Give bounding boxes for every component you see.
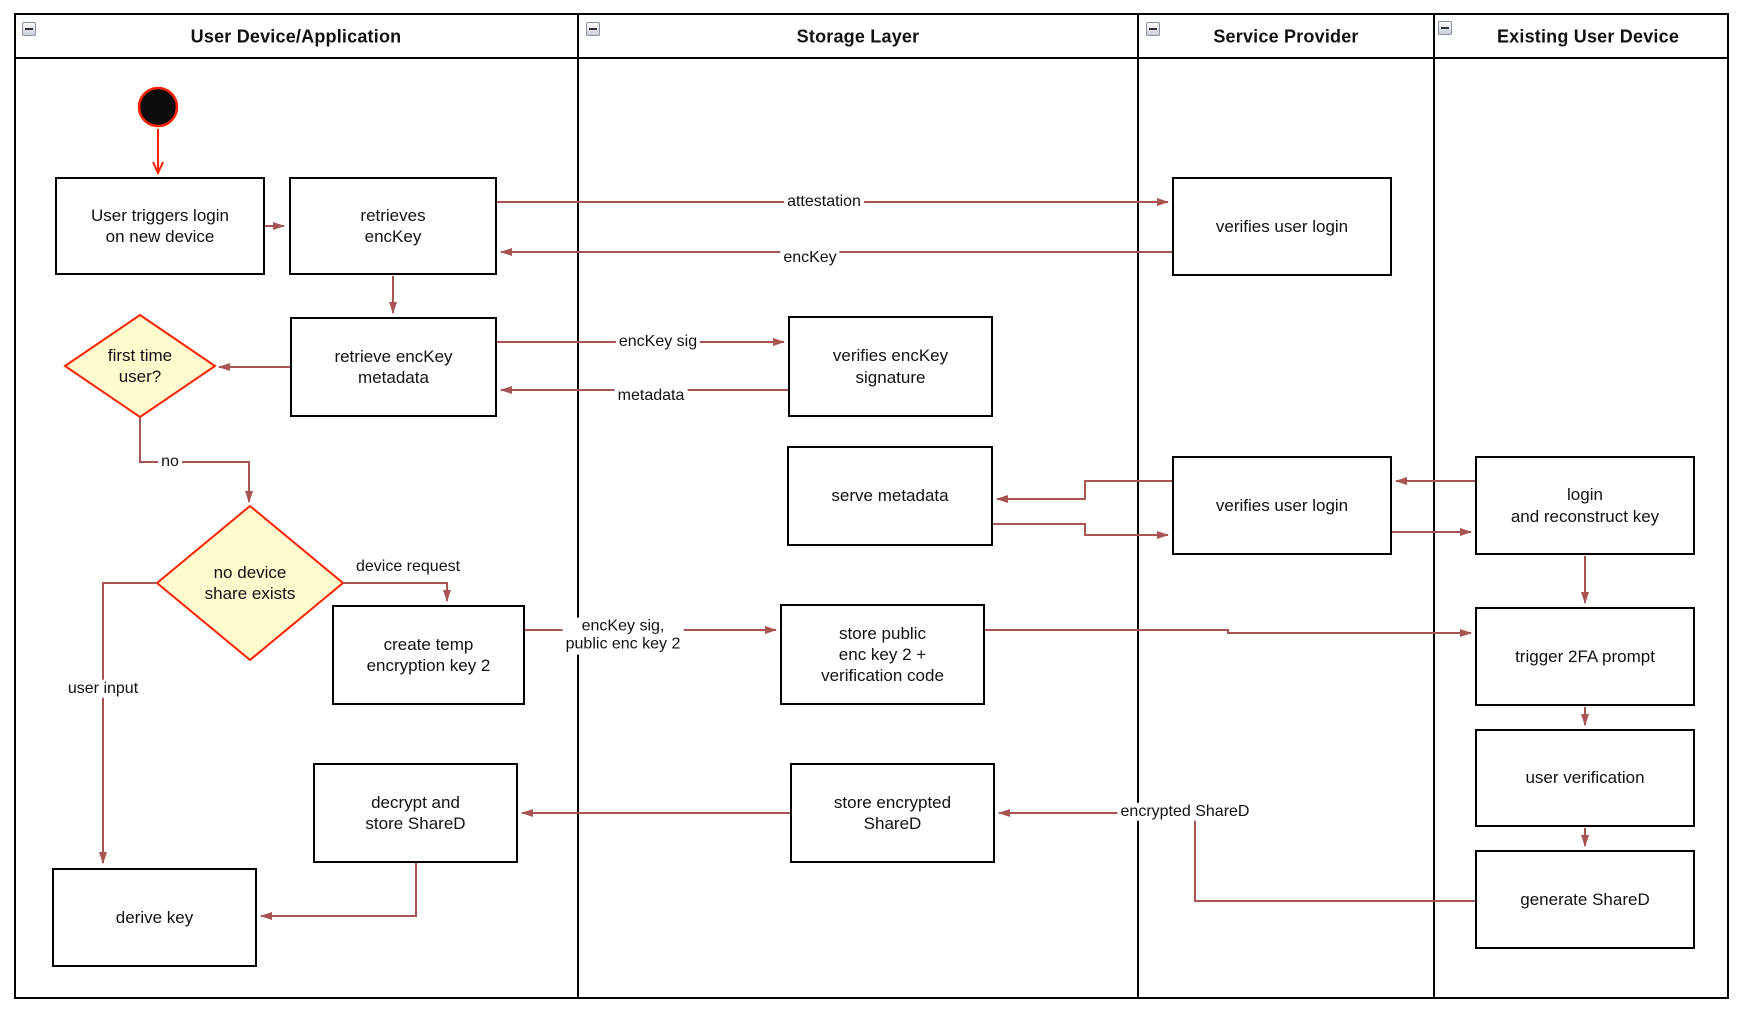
- node-label: User triggers login on new device: [91, 205, 229, 246]
- node-verifies-enckey-signature[interactable]: verifies encKey signature: [788, 316, 993, 417]
- node-retrieve-enckey-metadata[interactable]: retrieve encKey metadata: [290, 317, 497, 417]
- node-label: retrieves encKey: [360, 205, 426, 246]
- collapse-icon-user-device[interactable]: [22, 22, 36, 36]
- node-label: login and reconstruct key: [1510, 485, 1660, 526]
- node-label: create temp encryption key 2: [366, 634, 491, 675]
- edge-label-device-request: device request: [352, 557, 464, 577]
- start-node[interactable]: [137, 86, 179, 172]
- node-serve-metadata[interactable]: serve metadata: [787, 446, 993, 546]
- edge-serve-metadata-to-login[interactable]: [993, 523, 1169, 539]
- edge-label-no: no: [158, 452, 182, 472]
- decision-first-time-user[interactable]: [63, 313, 217, 419]
- node-trigger-2fa-prompt[interactable]: trigger 2FA prompt: [1475, 607, 1695, 706]
- node-label: decrypt and store ShareD: [365, 792, 466, 833]
- lane-title-user-device: User Device/Application: [190, 26, 402, 47]
- node-user-triggers-login[interactable]: User triggers login on new device: [55, 177, 265, 275]
- node-label: verifies encKey signature: [832, 346, 949, 387]
- node-create-temp-key[interactable]: create temp encryption key 2: [332, 605, 525, 705]
- node-decrypt-store-shared[interactable]: decrypt and store ShareD: [313, 763, 518, 863]
- node-label: trigger 2FA prompt: [1515, 646, 1655, 666]
- node-derive-key[interactable]: derive key: [52, 868, 257, 967]
- minus-icon: [1441, 27, 1449, 29]
- edge-device-request[interactable]: [343, 582, 451, 602]
- node-user-verification[interactable]: user verification: [1475, 729, 1695, 827]
- collapse-icon-storage-layer[interactable]: [586, 22, 600, 36]
- swimlane-frame: [14, 13, 1729, 999]
- edge-user-input[interactable]: [99, 582, 157, 864]
- collapse-icon-existing-user-device[interactable]: [1438, 21, 1452, 35]
- minus-icon: [1149, 28, 1157, 30]
- node-verifies-user-login-mid[interactable]: verifies user login: [1172, 456, 1392, 555]
- edge-label-enckey: encKey: [780, 248, 840, 268]
- collapse-icon-service-provider[interactable]: [1146, 22, 1160, 36]
- lane-title-service-provider: Service Provider: [1213, 26, 1359, 47]
- decision-no-device-share[interactable]: [155, 504, 345, 662]
- node-label: derive key: [115, 907, 194, 927]
- minus-icon: [25, 28, 33, 30]
- edge-decrypt-to-derive[interactable]: [260, 863, 417, 920]
- node-label: serve metadata: [831, 486, 949, 506]
- edge-label-enckey-sig: encKey sig: [615, 332, 701, 352]
- edge-label-metadata: metadata: [614, 386, 688, 406]
- node-login-reconstruct-key[interactable]: login and reconstruct key: [1475, 456, 1695, 555]
- node-label: retrieve encKey metadata: [334, 346, 453, 387]
- edge-encrypted-shared[interactable]: [998, 809, 1475, 902]
- node-label: generate ShareD: [1520, 889, 1650, 909]
- node-label: store encrypted ShareD: [833, 792, 952, 833]
- lane-title-existing-user-device: Existing User Device: [1496, 26, 1680, 47]
- edge-no-branch[interactable]: [139, 417, 253, 503]
- node-verifies-user-login-top[interactable]: verifies user login: [1172, 177, 1392, 276]
- edge-label-enckey-sig-public: encKey sig, public enc key 2: [562, 617, 684, 655]
- edge-store-to-2fa[interactable]: [985, 629, 1472, 637]
- node-store-public-key[interactable]: store public enc key 2 + verification co…: [780, 604, 985, 705]
- node-label: verifies user login: [1215, 495, 1349, 515]
- node-label: store public enc key 2 + verification co…: [821, 623, 944, 686]
- node-generate-shared[interactable]: generate ShareD: [1475, 850, 1695, 949]
- node-retrieves-enckey[interactable]: retrieves encKey: [289, 177, 497, 275]
- edge-label-user-input: user input: [64, 679, 142, 699]
- node-label: verifies user login: [1215, 216, 1349, 236]
- edge-label-encrypted-shared: encrypted ShareD: [1117, 802, 1253, 822]
- node-label: user verification: [1525, 768, 1645, 788]
- minus-icon: [589, 28, 597, 30]
- node-store-encrypted-shared[interactable]: store encrypted ShareD: [790, 763, 995, 863]
- edge-label-attestation: attestation: [784, 192, 864, 212]
- edge-login-to-serve-metadata[interactable]: [996, 480, 1172, 503]
- lane-title-storage-layer: Storage Layer: [796, 26, 920, 47]
